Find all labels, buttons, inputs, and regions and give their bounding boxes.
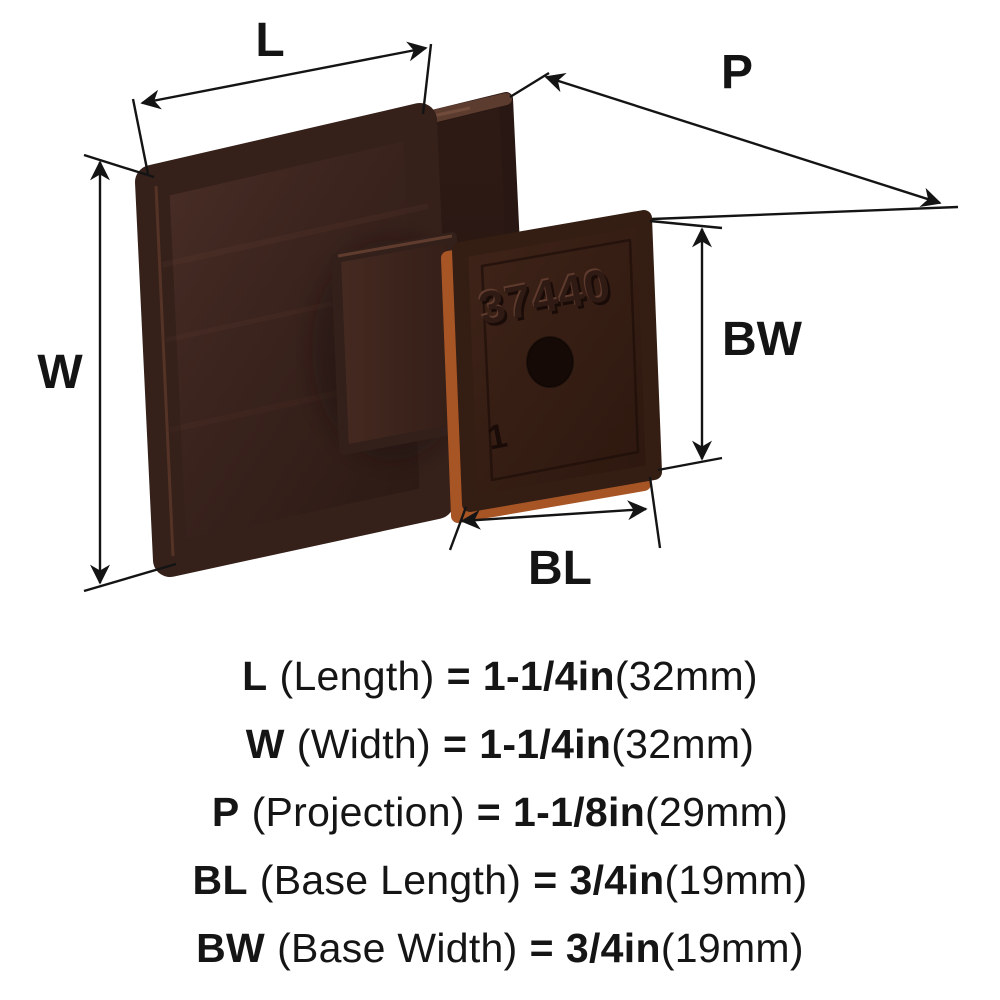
dim-label-BW: BW [722, 313, 803, 366]
spec-name: (Length) [279, 653, 435, 699]
spec-name: (Base Width) [277, 925, 518, 971]
knob-stem [331, 232, 465, 455]
ext-line-L-right [421, 43, 433, 115]
dim-label-P: P [721, 46, 753, 99]
ext-line-W-top [83, 153, 155, 179]
ext-line-L-left [131, 98, 150, 175]
equals-sign: = [529, 925, 554, 971]
dim-arrow-BL [460, 500, 648, 530]
spec-row-length: L(Length)=1-1/4in(32mm) [0, 642, 1000, 710]
ext-line-P-left [509, 71, 550, 99]
spec-abbr: P [211, 789, 240, 835]
dim-arrow-P [544, 73, 942, 207]
spec-metric: (32mm) [611, 721, 755, 767]
spec-value: 1-1/8in [513, 789, 646, 835]
ext-line-BW-bottom [657, 456, 723, 472]
equals-sign: = [446, 653, 471, 699]
spec-row-base-width: BW(Base Width)=3/4in(19mm) [0, 914, 1000, 982]
front-brushed-streak [161, 203, 429, 268]
spec-metric: (29mm) [645, 789, 789, 835]
ext-line-P-right [651, 205, 959, 221]
spec-metric: (19mm) [660, 925, 804, 971]
spec-name: (Projection) [251, 789, 465, 835]
spec-value: 3/4in [569, 857, 665, 903]
spec-row-width: W(Width)=1-1/4in(32mm) [0, 710, 1000, 778]
equals-sign: = [533, 857, 558, 903]
front-edge-highlight [154, 185, 175, 557]
spec-abbr: L [242, 653, 268, 699]
spec-value: 1-1/4in [479, 721, 612, 767]
base-inner-border [480, 238, 640, 482]
spec-abbr: BW [196, 925, 266, 971]
screw-hole [526, 336, 574, 388]
spec-name: (Base Length) [259, 857, 522, 903]
spec-value: 1-1/4in [482, 653, 615, 699]
spec-value: 3/4in [565, 925, 661, 971]
spec-metric: (19mm) [664, 857, 808, 903]
ext-line-W-bottom [83, 562, 177, 593]
dim-arrow-L [140, 41, 428, 110]
dim-label-W: W [37, 346, 83, 399]
spec-abbr: BL [192, 857, 248, 903]
spec-list: L(Length)=1-1/4in(32mm) W(Width)=1-1/4in… [0, 642, 1000, 982]
dim-label-L: L [255, 14, 284, 67]
spec-name: (Width) [296, 721, 431, 767]
equals-sign: = [442, 721, 468, 767]
equals-sign: = [476, 789, 502, 835]
spec-row-base-length: BL(Base Length)=3/4in(19mm) [0, 846, 1000, 914]
ext-line-BW-top [649, 219, 723, 230]
spec-row-projection: P(Projection)=1-1/8in(29mm) [0, 778, 1000, 846]
dimension-lines [83, 41, 959, 593]
ext-line-BL-right [648, 476, 662, 549]
stem-top-highlight [337, 234, 453, 258]
spec-abbr: W [245, 721, 285, 767]
base-plate: 37440 37440 37440 1 [441, 210, 662, 523]
knob-diagram-svg: 37440 37440 37440 1 [37, 14, 959, 595]
spec-metric: (32mm) [614, 653, 758, 699]
knob-body [135, 92, 531, 577]
dim-label-BL: BL [528, 542, 592, 595]
